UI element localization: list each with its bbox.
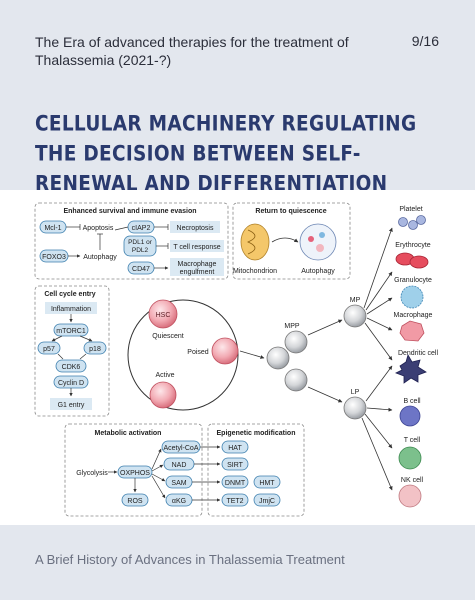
nk-cell xyxy=(398,484,422,508)
macrophage-label-1: Macrophage xyxy=(178,261,217,268)
poised-label: Poised xyxy=(187,349,209,356)
jmjc-node xyxy=(253,493,281,507)
metabolic-title: Metabolic activation xyxy=(95,430,162,437)
mitochondrion-icon xyxy=(240,223,270,261)
cellcycle-title: Cell cycle entry xyxy=(44,291,95,298)
granulocyte-label: Granulocyte xyxy=(394,277,432,284)
nad-label: NAD xyxy=(172,462,187,469)
apoptosis-label: Apoptosis xyxy=(83,225,114,232)
mp-cell xyxy=(343,304,367,328)
survival-panel xyxy=(34,202,229,280)
necroptosis-label: Necroptosis xyxy=(177,225,214,232)
cell-machinery-diagram: Enhanced survival and immune evasion Mcl… xyxy=(34,202,439,517)
hmt-node xyxy=(253,475,281,489)
header-title: The Era of advanced therapies for the tr… xyxy=(35,34,349,68)
hat-label: HAT xyxy=(228,445,242,452)
tet2-node xyxy=(221,493,249,507)
page-number: 9/16 xyxy=(411,33,439,49)
sirt-label: SIRT xyxy=(227,462,244,469)
p18-label: p18 xyxy=(89,346,101,353)
cellcycle-panel xyxy=(34,285,110,417)
autophagosome-icon xyxy=(299,223,337,261)
sam-label: SAM xyxy=(171,480,186,487)
dnmt-label: DNMT xyxy=(225,480,246,487)
lp-label: LP xyxy=(351,389,360,396)
quiescent-label: Quiescent xyxy=(152,333,184,340)
autophagy-label: Autophagy xyxy=(83,254,117,261)
foxo3-label: FOXO3 xyxy=(42,254,66,261)
p18-node xyxy=(83,341,107,355)
erythrocyte-label: Erythrocyte xyxy=(395,242,431,249)
mtorc1-node xyxy=(53,323,89,337)
hsc-cell xyxy=(148,299,178,329)
jmjc-label: JmjC xyxy=(259,498,275,505)
macrophage-label-2: engulfment xyxy=(180,269,215,276)
t-cell xyxy=(398,446,422,470)
pdl2-label: PDL2 xyxy=(132,247,149,254)
survival-title: Enhanced survival and immune evasion xyxy=(63,208,196,215)
lp-cell xyxy=(343,396,367,420)
main-title: CELLULAR MACHINERY REGULATING THE DECISI… xyxy=(35,112,417,197)
hmt-label: HMT xyxy=(259,480,275,487)
ros-node xyxy=(121,493,149,507)
mtorc1-label: mTORC1 xyxy=(56,328,86,335)
pdl1-label: PDL1 or xyxy=(128,239,153,246)
macrophage-lineage-label: Macrophage xyxy=(394,312,433,319)
granulocyte-cell xyxy=(400,285,424,309)
g1-entry-label: G1 entry xyxy=(58,402,85,409)
macrophage-cell xyxy=(399,320,425,342)
glycolysis-label: Glycolysis xyxy=(76,470,108,477)
epigenetic-title: Epigenetic modification xyxy=(217,430,296,437)
p57-node xyxy=(37,341,61,355)
mpp-cell-1 xyxy=(266,346,290,370)
p57-label: p57 xyxy=(43,346,55,353)
active-cell xyxy=(149,381,177,409)
nkcell-label: NK cell xyxy=(401,477,424,484)
platelet-cell xyxy=(398,217,408,227)
inflammation-label: Inflammation xyxy=(51,306,91,313)
poised-cell xyxy=(211,337,239,365)
oxphos-label: OXPHOS xyxy=(120,470,150,477)
hat-node xyxy=(221,440,249,454)
cdk6-label: CDK6 xyxy=(62,364,81,371)
cd47-label: CD47 xyxy=(132,266,150,273)
mpp-cell-3 xyxy=(284,368,308,392)
bcell-label: B cell xyxy=(403,398,421,405)
footer-text: A Brief History of Advances in Thalassem… xyxy=(35,552,345,567)
tcell-label: T cell xyxy=(404,437,421,444)
cyclin-label: Cyclin D xyxy=(58,380,84,387)
ros-label: ROS xyxy=(127,498,143,505)
hsc-label: HSC xyxy=(156,312,171,319)
active-label: Active xyxy=(155,372,174,379)
ciap2-label: cIAP2 xyxy=(132,225,151,232)
acetyl-coa-label: Acetyl-CoA xyxy=(163,445,198,452)
dnmt-node xyxy=(221,475,249,489)
metabolic-panel xyxy=(64,423,203,517)
mp-label: MP xyxy=(350,297,361,304)
tcell-response-label: T cell response xyxy=(173,244,220,251)
tet2-label: TET2 xyxy=(226,498,243,505)
cdk6-node xyxy=(55,359,87,373)
dendritic-label: Dendritic cell xyxy=(398,350,439,357)
akg-label: αKG xyxy=(172,498,186,505)
dendritic-cell xyxy=(395,353,427,384)
mcl1-label: Mcl-1 xyxy=(44,225,61,232)
epigenetic-panel xyxy=(207,423,305,517)
b-cell xyxy=(399,405,421,427)
mpp-cell-2 xyxy=(284,330,308,354)
mpp-label: MPP xyxy=(284,323,300,330)
sirt-node xyxy=(221,457,249,471)
figure: Enhanced survival and immune evasion Mcl… xyxy=(0,190,475,525)
mitochondrion-label: Mitochondrion xyxy=(233,268,277,275)
quiescence-autophagy-label: Autophagy xyxy=(301,268,335,275)
platelet-label: Platelet xyxy=(399,206,422,213)
quiescence-title: Return to quiescence xyxy=(255,208,326,215)
state-cycle-ring xyxy=(127,299,239,411)
